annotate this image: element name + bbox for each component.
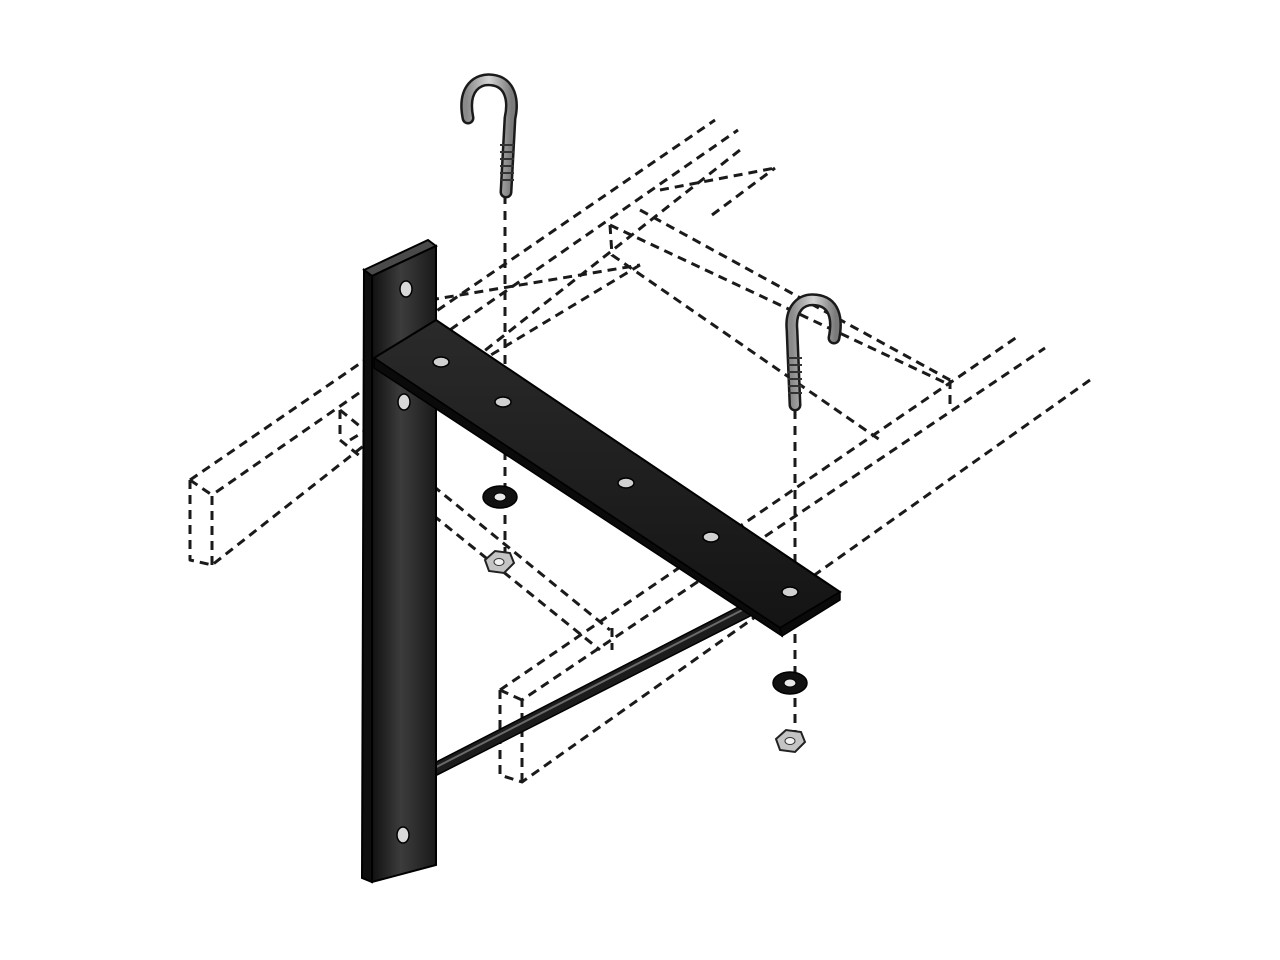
- washer-right: [772, 671, 808, 695]
- arm-hole-5: [781, 586, 799, 598]
- arm-hole-2: [494, 396, 512, 408]
- j-hook-bolt-left: [460, 73, 518, 199]
- ladder-rung-3: [349, 263, 641, 442]
- arm-hole-1: [432, 356, 450, 368]
- arm-hole-4: [702, 531, 720, 543]
- hex-nut-left: [483, 549, 516, 575]
- plate-hole-bottom: [396, 826, 410, 844]
- plate-hole-mid: [397, 393, 411, 411]
- vertical-bracket-plate: [360, 238, 438, 884]
- horizontal-bracket-arm: [372, 318, 842, 638]
- arm-hole-3: [617, 477, 635, 489]
- j-hook-bolt-right: [785, 293, 842, 412]
- ladder-rung-1: [338, 408, 614, 652]
- ladder-rung-2: [608, 208, 952, 442]
- cable-ladder-outline: [188, 118, 1091, 784]
- washer-left: [482, 485, 518, 509]
- plate-hole-top: [399, 280, 413, 298]
- hex-nut-right: [774, 728, 807, 754]
